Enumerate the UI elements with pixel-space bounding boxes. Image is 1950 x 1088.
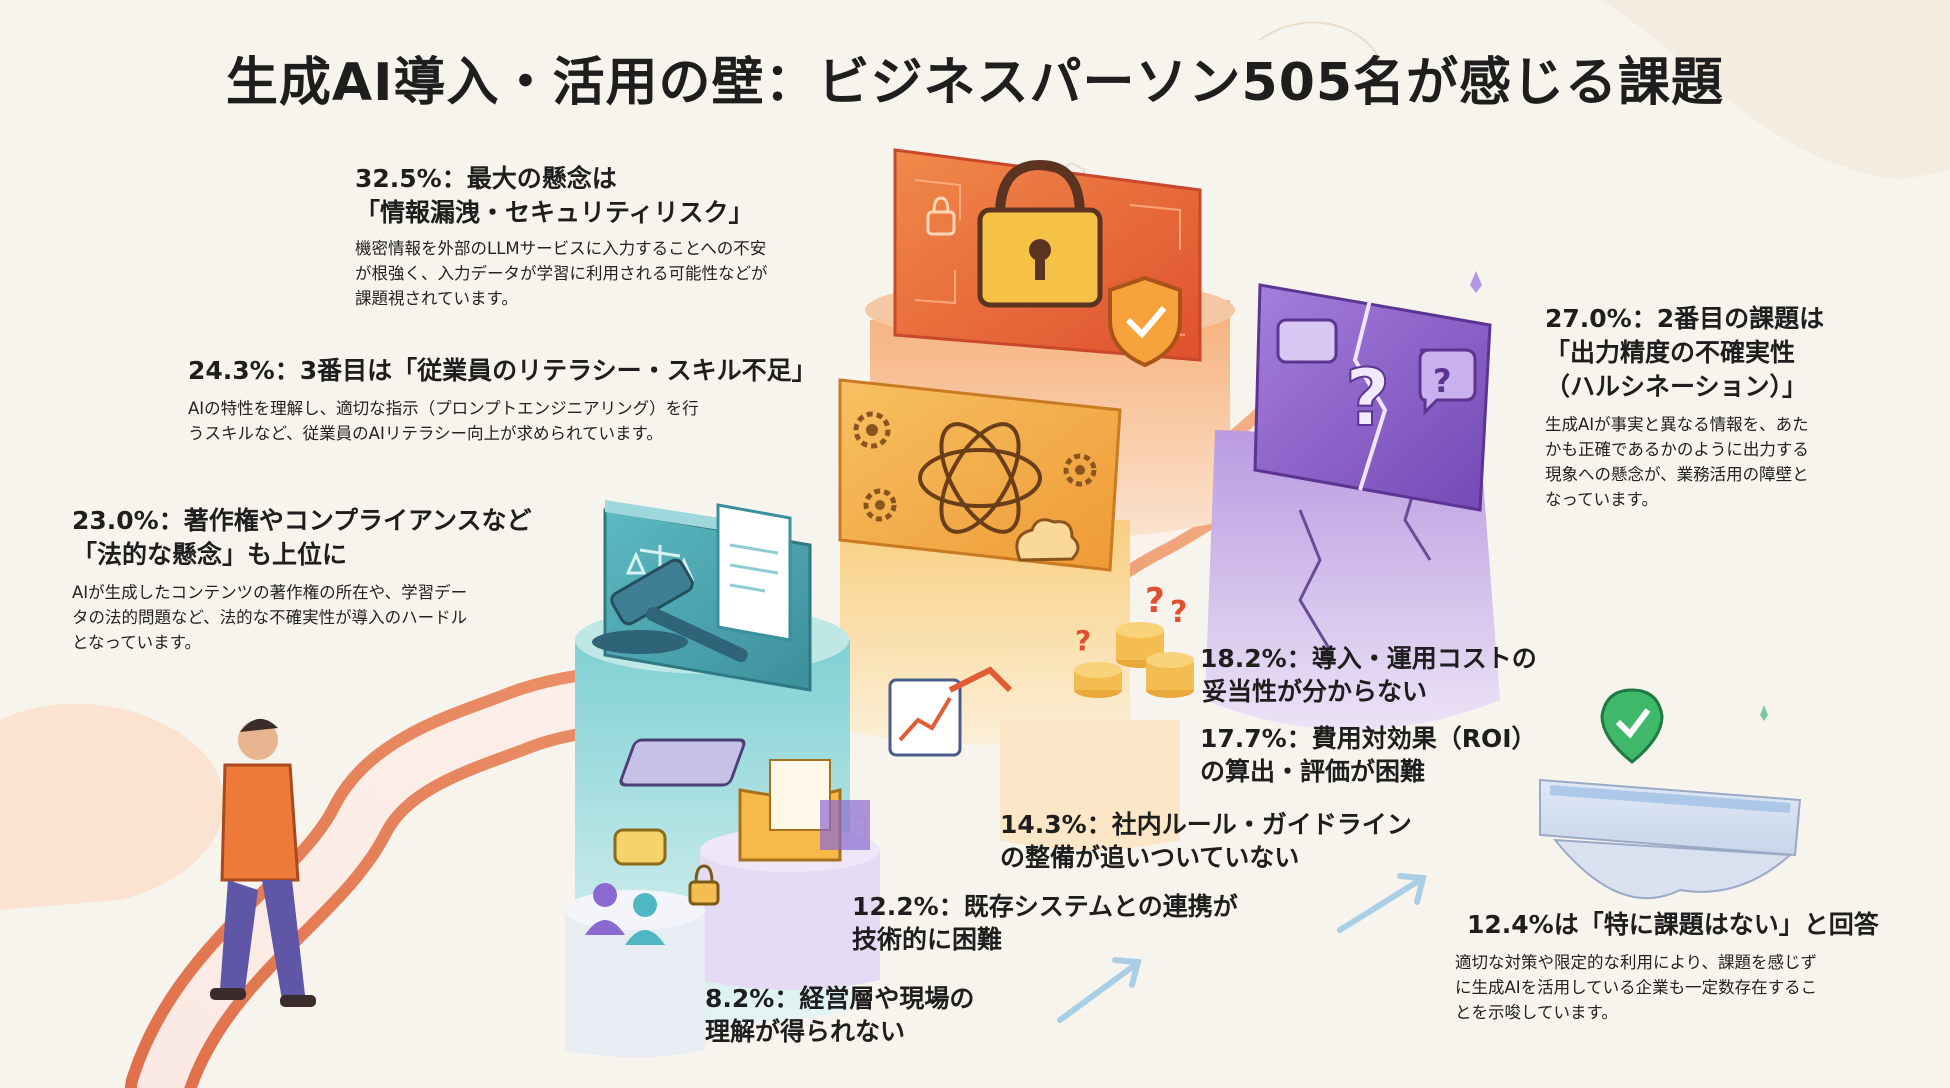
- coins-icon: [1074, 622, 1194, 698]
- literacy-body: AIの特性を理解し、適切な指示（プロンプトエンジニアリング）を行 うスキルなど、…: [188, 399, 699, 443]
- background-blob: [1600, 0, 1950, 180]
- literacy-block: 24.3%：3番目は「従業員のリテラシー・スキル不足」 AIの特性を理解し、適切…: [188, 354, 828, 446]
- folder-icon: [738, 759, 870, 862]
- legal-heading: 「法的な懸念」も上位に: [72, 540, 348, 569]
- walking-person-icon: [210, 718, 316, 1007]
- lock-icon: [688, 864, 720, 906]
- cliff-crack: [1298, 509, 1332, 651]
- security-heading: 32.5%：最大の懸念は: [355, 164, 617, 193]
- management-pillar: [565, 910, 705, 1058]
- ice-platform: [1539, 778, 1802, 900]
- sparkle-icon: [1760, 705, 1768, 721]
- rules-pillar: [700, 850, 880, 990]
- question-icon: ?: [1344, 353, 1391, 445]
- management-label: 8.2%：経営層や現場の 理解が得られない: [705, 984, 975, 1046]
- roi-pillar: [1000, 720, 1180, 850]
- security-body: 機密情報を外部のLLMサービスに入力することへの不安 が根強く、入力データが学習…: [355, 239, 768, 308]
- svg-text:?: ?: [1170, 595, 1187, 630]
- document-icon: [716, 503, 792, 642]
- legal-body: AIが生成したコンテンツの著作権の所在や、学習デー タの法的問題など、法的な不確…: [72, 583, 468, 652]
- svg-text:?: ?: [1433, 362, 1452, 400]
- legal-heading: 23.0%：著作権やコンプライアンスなど: [72, 506, 532, 535]
- gear-icon: [863, 488, 897, 522]
- people-icon: [585, 883, 665, 945]
- page-title: 生成AI導入・活用の壁：ビジネスパーソン505名が感じる課題: [225, 53, 1725, 113]
- security-block: 32.5%：最大の懸念は 「情報漏洩・セキュリティリスク」 機密情報を外部のLL…: [355, 162, 875, 311]
- background-blob: [0, 703, 225, 910]
- ai-knot-icon: [918, 422, 1042, 534]
- legal-block: 23.0%：著作権やコンプライアンスなど 「法的な懸念」も上位に AIが生成した…: [72, 504, 592, 655]
- no-issue-heading: 12.4%は「特に課題はない」と回答: [1467, 910, 1879, 939]
- hallucination-heading: 「出力精度の不確実性: [1545, 338, 1796, 367]
- literacy-panel: [838, 378, 1122, 572]
- cost-label: 18.2%：導入・運用コストの 妥当性が分からない: [1200, 644, 1537, 706]
- chat-bubble-icon: [613, 828, 667, 866]
- background-blob: [1259, 21, 1381, 61]
- gear-icon: [1063, 453, 1097, 487]
- chart-up-icon: [888, 666, 1013, 757]
- chat-bubble-icon: ?: [1418, 348, 1477, 416]
- roi-label: 17.7%：費用対効果（ROI） の算出・評価が困難: [1200, 724, 1537, 786]
- arrow-icon: [1057, 873, 1427, 1023]
- shield-check-icon: [1108, 275, 1182, 368]
- hallucination-body: 生成AIが事実と異なる情報を、あた かも正確であるかのように出力する 現象への懸…: [1545, 415, 1809, 509]
- no-issue-block: 12.4%は「特に課題はない」と回答 適切な対策や限定的な利用により、課題を感じ…: [1455, 908, 1925, 1025]
- systems-label: 12.2%：既存システムとの連携が 技術的に困難: [852, 892, 1238, 954]
- literacy-heading: 24.3%：3番目は「従業員のリテラシー・スキル不足」: [188, 356, 817, 385]
- question-icon: ???: [1075, 581, 1187, 657]
- hallucination-heading: （ハルシネーション）」: [1545, 372, 1808, 401]
- svg-text:?: ?: [1075, 624, 1091, 657]
- svg-text:?: ?: [1345, 354, 1390, 444]
- brain-icon: [1015, 518, 1080, 562]
- hallucination-pillar: [1205, 430, 1500, 730]
- check-badge-icon: [1600, 688, 1664, 764]
- no-issue-body: 適切な対策や限定的な利用により、課題を感じず に生成AIを活用している企業も一定…: [1455, 953, 1818, 1022]
- rules-label: 14.3%：社内ルール・ガイドライン の整備が追いついていない: [1000, 810, 1412, 872]
- hallucination-heading: 27.0%：2番目の課題は: [1545, 304, 1825, 333]
- svg-text:?: ?: [1145, 581, 1165, 621]
- hallucination-block: 27.0%：2番目の課題は 「出力精度の不確実性 （ハルシネーション）」 生成A…: [1545, 302, 1925, 512]
- sparkle-icon: [1470, 271, 1482, 293]
- calculator-icon: [619, 738, 746, 787]
- gavel-icon: [592, 558, 748, 663]
- security-heading: 「情報漏洩・セキュリティリスク」: [355, 198, 754, 227]
- chat-bubble-icon: [1276, 318, 1338, 364]
- small-lock-icon: [926, 196, 956, 236]
- lock-icon: [977, 159, 1103, 308]
- gear-icon: [853, 411, 891, 449]
